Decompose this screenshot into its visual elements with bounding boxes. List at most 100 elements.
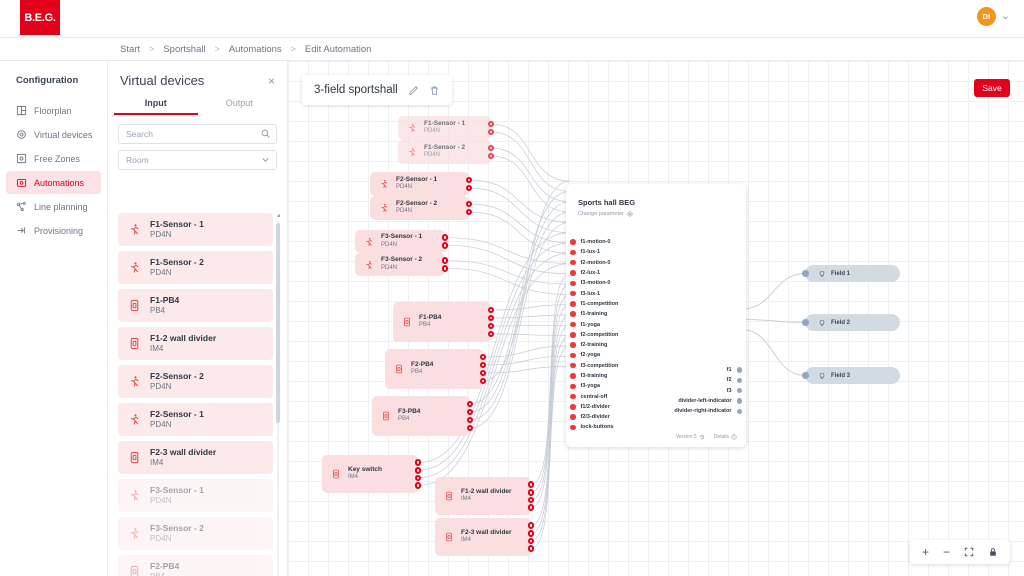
logic-output-row[interactable]: f3 xyxy=(616,386,746,396)
node-output-port[interactable] xyxy=(527,481,535,488)
output-port-dot[interactable] xyxy=(736,377,742,384)
logic-input-row[interactable]: f1-lux-1 xyxy=(566,247,676,257)
node-output-port[interactable] xyxy=(441,257,449,264)
input-port-dot[interactable] xyxy=(570,352,576,359)
node-output-port[interactable] xyxy=(527,545,535,552)
breadcrumb-item-start[interactable]: Start xyxy=(120,43,141,55)
input-port-dot[interactable] xyxy=(570,280,576,287)
input-port-dot[interactable] xyxy=(570,404,576,410)
logic-input-row[interactable]: f2-competition xyxy=(566,330,676,340)
sidebar-item-free-zones[interactable]: Free Zones xyxy=(6,147,101,170)
node-output-port[interactable] xyxy=(466,400,474,408)
input-port-dot[interactable] xyxy=(570,424,576,431)
chevron-down-icon[interactable] xyxy=(261,155,270,164)
logic-input-row[interactable]: f3-yoga xyxy=(566,381,676,391)
node-output-port[interactable] xyxy=(527,522,535,529)
output-node[interactable]: Field 2 xyxy=(802,314,900,331)
avatar[interactable]: DI xyxy=(976,7,996,26)
output-node-port[interactable] xyxy=(802,270,809,277)
save-button[interactable]: Save xyxy=(974,79,1010,97)
node-output-port[interactable] xyxy=(487,152,495,160)
output-port-dot[interactable] xyxy=(736,398,742,404)
sidebar-item-floorplan[interactable]: Floorplan xyxy=(6,99,101,122)
input-port-dot[interactable] xyxy=(570,290,576,297)
node-output-port[interactable] xyxy=(465,176,473,184)
logic-input-row[interactable]: f2-yoga xyxy=(566,350,676,360)
node-output-port[interactable] xyxy=(487,128,495,136)
input-port-dot[interactable] xyxy=(570,249,576,256)
input-port-dot[interactable] xyxy=(570,383,576,390)
output-node-port[interactable] xyxy=(802,319,809,326)
logic-input-row[interactable]: f2-training xyxy=(566,340,676,350)
input-port-dot[interactable] xyxy=(570,321,576,328)
logic-input-row[interactable]: f1-motion-0 xyxy=(566,237,676,247)
input-port-dot[interactable] xyxy=(570,393,576,400)
room-filter-select[interactable]: Room xyxy=(118,150,277,170)
input-port-dot[interactable] xyxy=(570,311,576,317)
search-input[interactable]: Search xyxy=(118,124,277,144)
logic-input-row[interactable]: f3-lux-1 xyxy=(566,288,676,298)
output-port-dot[interactable] xyxy=(736,367,742,373)
node-output-port[interactable] xyxy=(441,242,449,249)
node-output-port[interactable] xyxy=(479,361,487,369)
logic-input-row[interactable]: f1-training xyxy=(566,309,676,319)
logic-node-sports-hall[interactable]: Sports hall BEG Change parameter f1-moti… xyxy=(566,184,746,447)
output-node[interactable]: Field 3 xyxy=(802,367,900,384)
output-port-dot[interactable] xyxy=(736,387,742,394)
chevron-down-icon[interactable]: ⌄ xyxy=(1000,10,1010,22)
logic-input-row[interactable]: f1/2-divider xyxy=(566,402,676,412)
logic-input-row[interactable]: f2/3-divider xyxy=(566,412,676,422)
search-icon[interactable] xyxy=(261,129,270,138)
logic-input-row[interactable]: f2-lux-1 xyxy=(566,268,676,278)
change-parameter-link[interactable]: Change parameter xyxy=(566,207,746,217)
logic-input-row[interactable]: lock-buttons xyxy=(566,422,676,432)
node-output-port[interactable] xyxy=(487,306,495,314)
input-port-dot[interactable] xyxy=(570,332,576,338)
node-output-port[interactable] xyxy=(441,265,449,272)
logic-input-row[interactable]: f1-competition xyxy=(566,299,676,309)
device-list-scrollbar[interactable]: ▲ ▼ xyxy=(276,213,280,576)
input-port-dot[interactable] xyxy=(570,301,576,307)
tab-output[interactable]: Output xyxy=(225,98,253,108)
logic-input-row[interactable]: f3-competition xyxy=(566,361,676,371)
input-port-dot[interactable] xyxy=(570,239,576,245)
node-output-port[interactable] xyxy=(479,353,487,361)
node-output-port[interactable] xyxy=(465,200,473,208)
node-output-port[interactable] xyxy=(466,424,474,432)
breadcrumb-item-edit-automation[interactable]: Edit Automation xyxy=(304,43,372,55)
version-info[interactable]: Version 5 xyxy=(676,434,705,440)
close-icon[interactable]: × xyxy=(267,73,275,88)
zoom-in-button[interactable]: + xyxy=(921,545,929,559)
logic-output-row[interactable]: divider-left-indicator xyxy=(616,396,746,406)
breadcrumb-item-automations[interactable]: Automations xyxy=(228,43,282,55)
trash-icon[interactable] xyxy=(429,85,440,96)
input-port-dot[interactable] xyxy=(570,414,576,420)
node-output-port[interactable] xyxy=(487,144,495,152)
input-port-dot[interactable] xyxy=(570,373,576,379)
input-port-dot[interactable] xyxy=(570,362,576,369)
logic-input-row[interactable]: f1-yoga xyxy=(566,319,676,329)
node-output-port[interactable] xyxy=(487,120,495,128)
node-output-port[interactable] xyxy=(527,496,535,504)
node-output-port[interactable] xyxy=(466,408,474,416)
logic-output-row[interactable]: f1 xyxy=(616,365,746,375)
sidebar-item-provisioning[interactable]: Provisioning xyxy=(6,219,101,242)
details-info[interactable]: Details xyxy=(714,434,737,440)
